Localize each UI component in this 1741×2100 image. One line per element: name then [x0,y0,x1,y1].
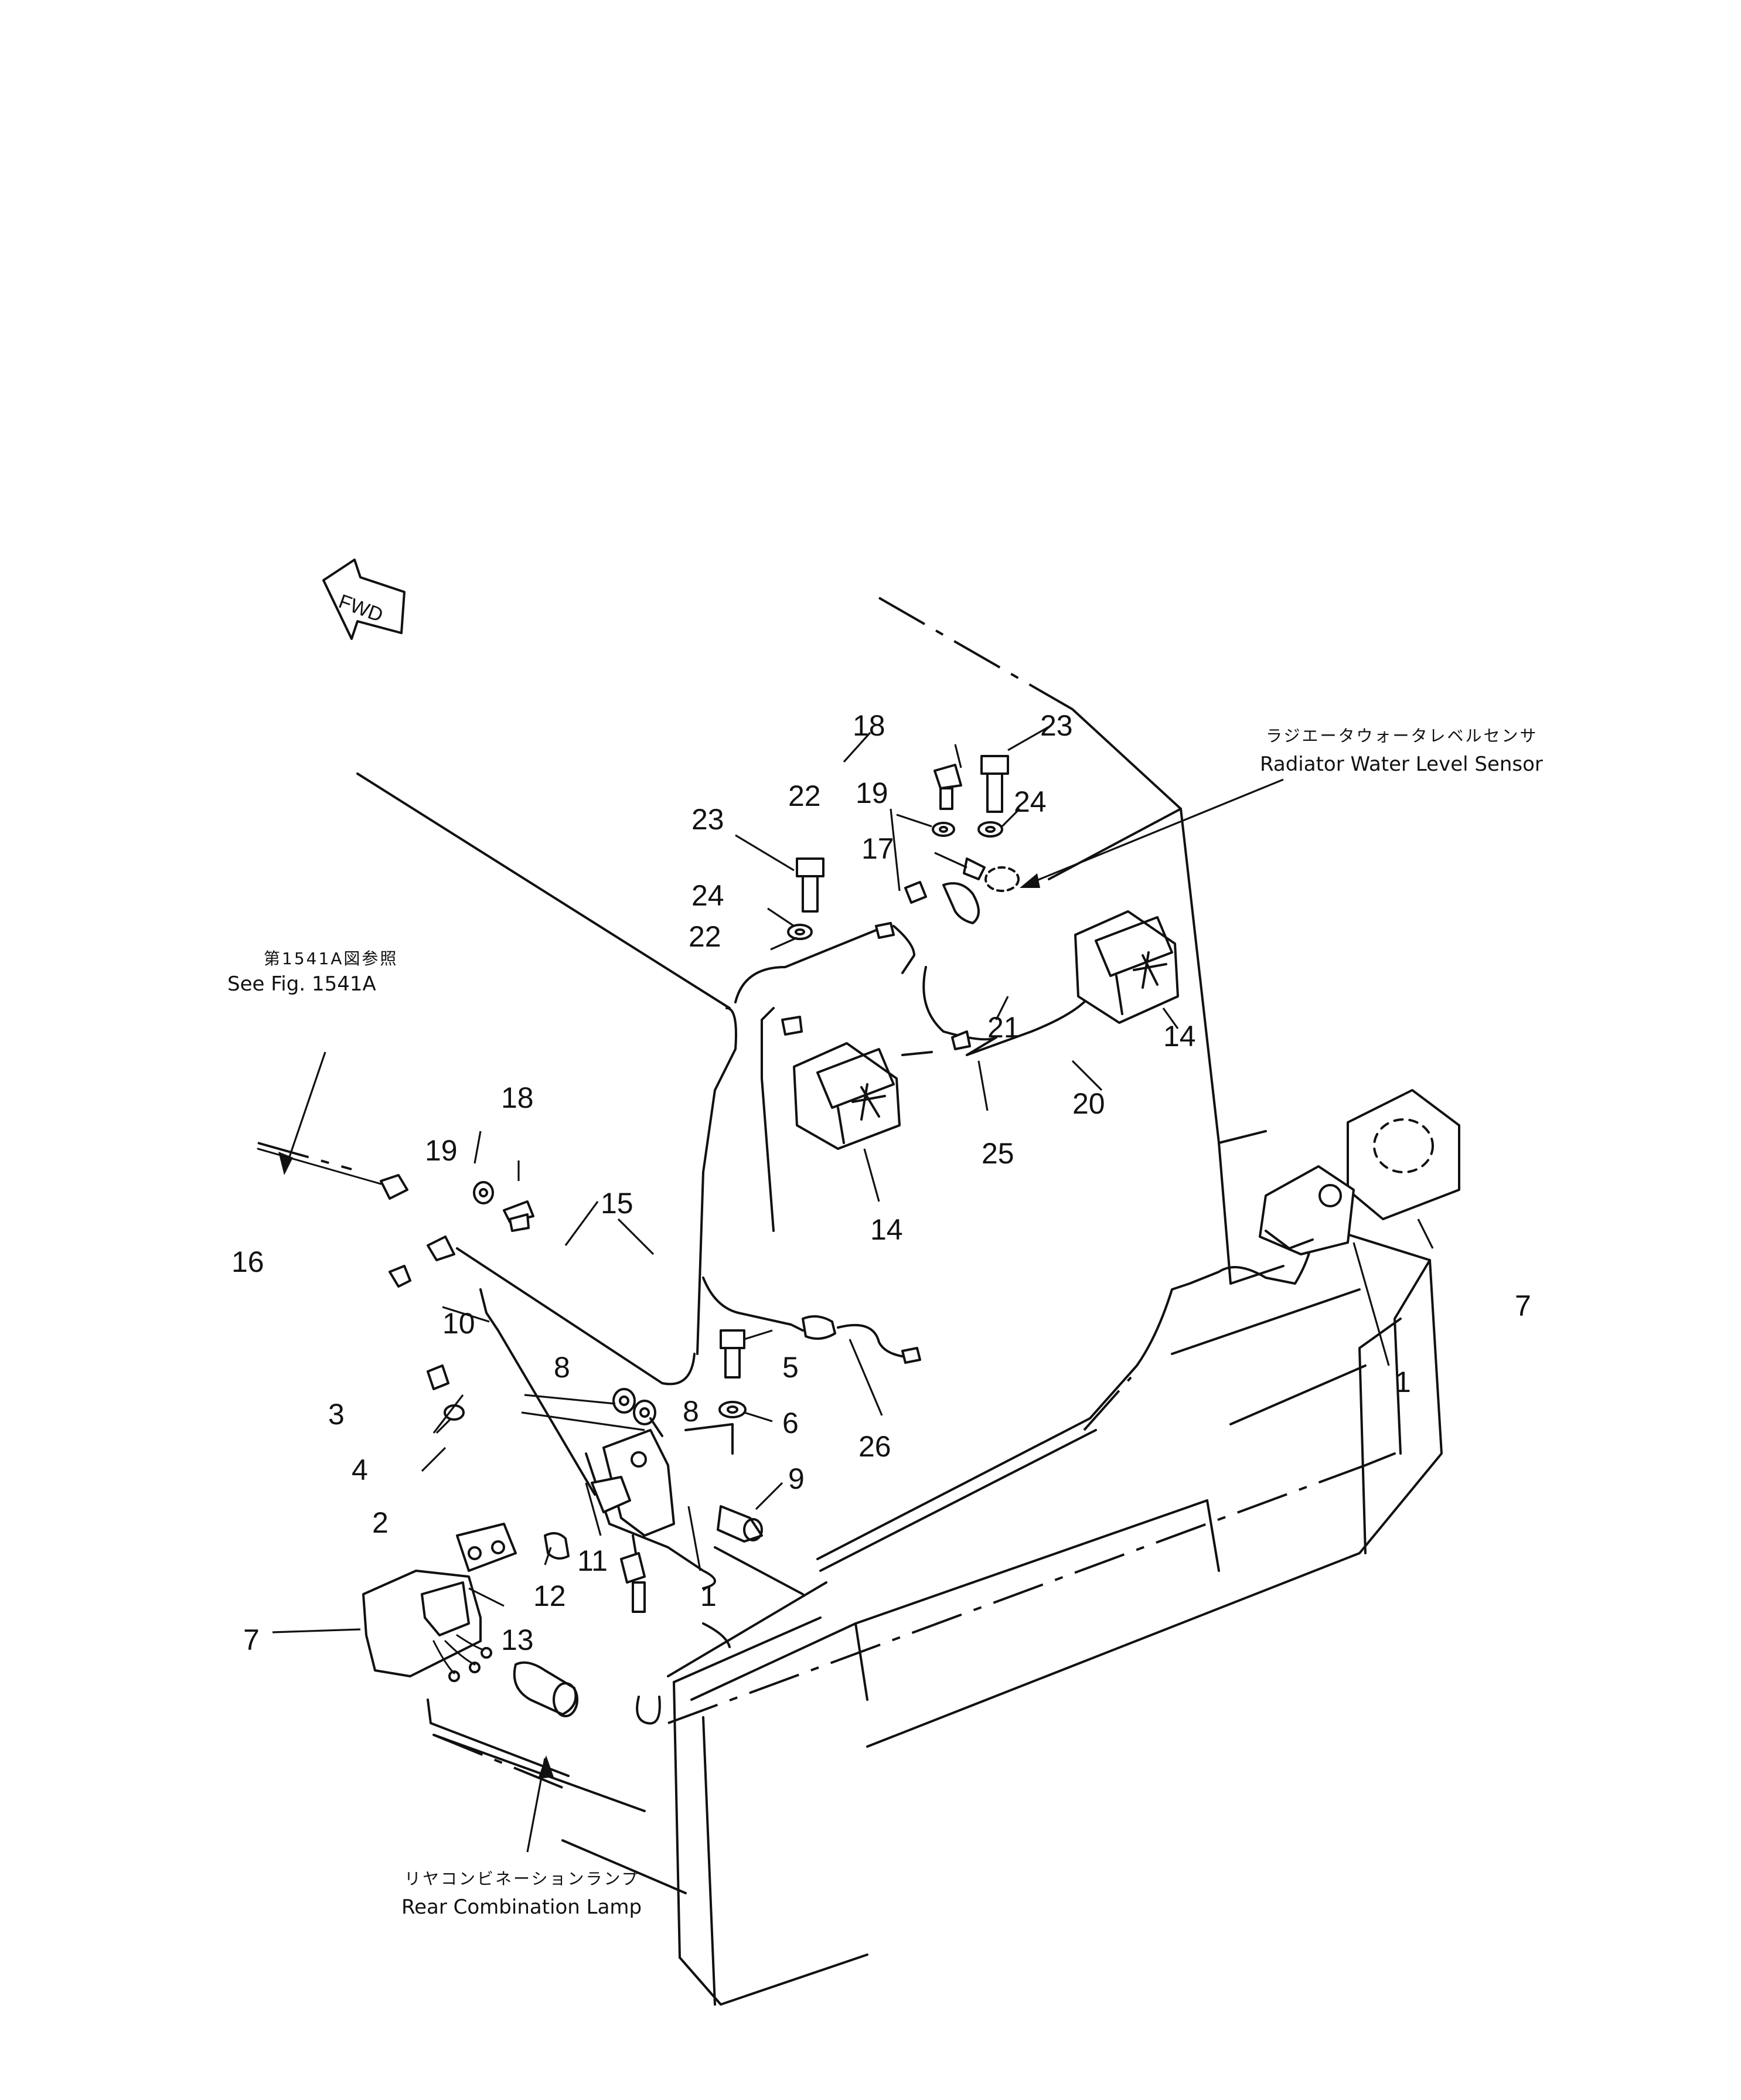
pin-part-9 [717,1505,763,1543]
part-label-24: 24 [1014,785,1047,818]
callout-labels: 18 23 19 24 22 23 17 24 22 21 14 20 25 1… [227,709,1543,1919]
rear-lamp-right [1259,1089,1460,1255]
fwd-arrow-icon: FWD [322,559,406,640]
wiring-harness [456,925,1326,1648]
part-label-16: 16 [231,1245,264,1278]
part-label-8: 8 [683,1395,699,1428]
part-label-4: 4 [352,1454,368,1486]
part-label-12: 12 [533,1580,566,1612]
part-label-11: 11 [577,1544,608,1577]
part-label-26: 26 [858,1430,891,1463]
part-label-22: 22 [689,920,721,953]
part-label-1: 1 [700,1580,717,1612]
part-label-10: 10 [442,1307,475,1340]
part-label-14: 14 [1163,1020,1196,1053]
rear-lamp-left [362,1523,517,1682]
see-fig-en: See Fig. 1541A [227,972,376,996]
part-label-18: 18 [501,1081,534,1114]
part-label-1: 1 [1395,1366,1411,1398]
part-label-7: 7 [1515,1289,1531,1322]
part-label-8: 8 [554,1351,570,1384]
part-label-2: 2 [372,1506,389,1539]
part-label-23: 23 [691,803,724,836]
part-label-20: 20 [1072,1087,1105,1120]
rear-lamp-bulb [513,1661,578,1717]
part-label-13: 13 [501,1623,534,1656]
part-label-6: 6 [782,1407,799,1439]
machine-frame [356,597,1443,2006]
part-label-3: 3 [328,1398,345,1431]
part-label-19: 19 [856,777,888,809]
part-label-7: 7 [243,1623,260,1656]
part-label-25: 25 [982,1137,1014,1170]
washers [444,821,1003,1425]
rear-lamp-en: Rear Combination Lamp [401,1895,642,1919]
part-label-9: 9 [788,1462,805,1495]
part-label-18: 18 [853,709,885,742]
part-label-23: 23 [1040,709,1073,742]
leader-lines [272,726,1434,1853]
part-label-14: 14 [870,1213,903,1246]
work-lamp-right [1074,910,1179,1024]
bolts [427,755,1009,1390]
work-lamp-left [793,1042,901,1150]
arrowheads [278,873,1040,1779]
part-label-24: 24 [691,879,724,912]
part-label-15: 15 [601,1187,633,1220]
connectors [257,857,1020,1613]
rear-lamp-jp: リヤコンビネーションランプ [404,1869,640,1888]
radiator-sensor-jp: ラジエータウォータレベルセンサ [1266,726,1538,746]
part-label-21: 21 [987,1011,1020,1044]
part-label-22: 22 [788,780,821,812]
part-label-19: 19 [425,1134,458,1167]
see-fig-jp: 第1541A図参照 [264,949,398,968]
part-label-17: 17 [861,832,894,865]
part-label-5: 5 [782,1351,799,1384]
radiator-sensor-en: Radiator Water Level Sensor [1260,753,1543,776]
